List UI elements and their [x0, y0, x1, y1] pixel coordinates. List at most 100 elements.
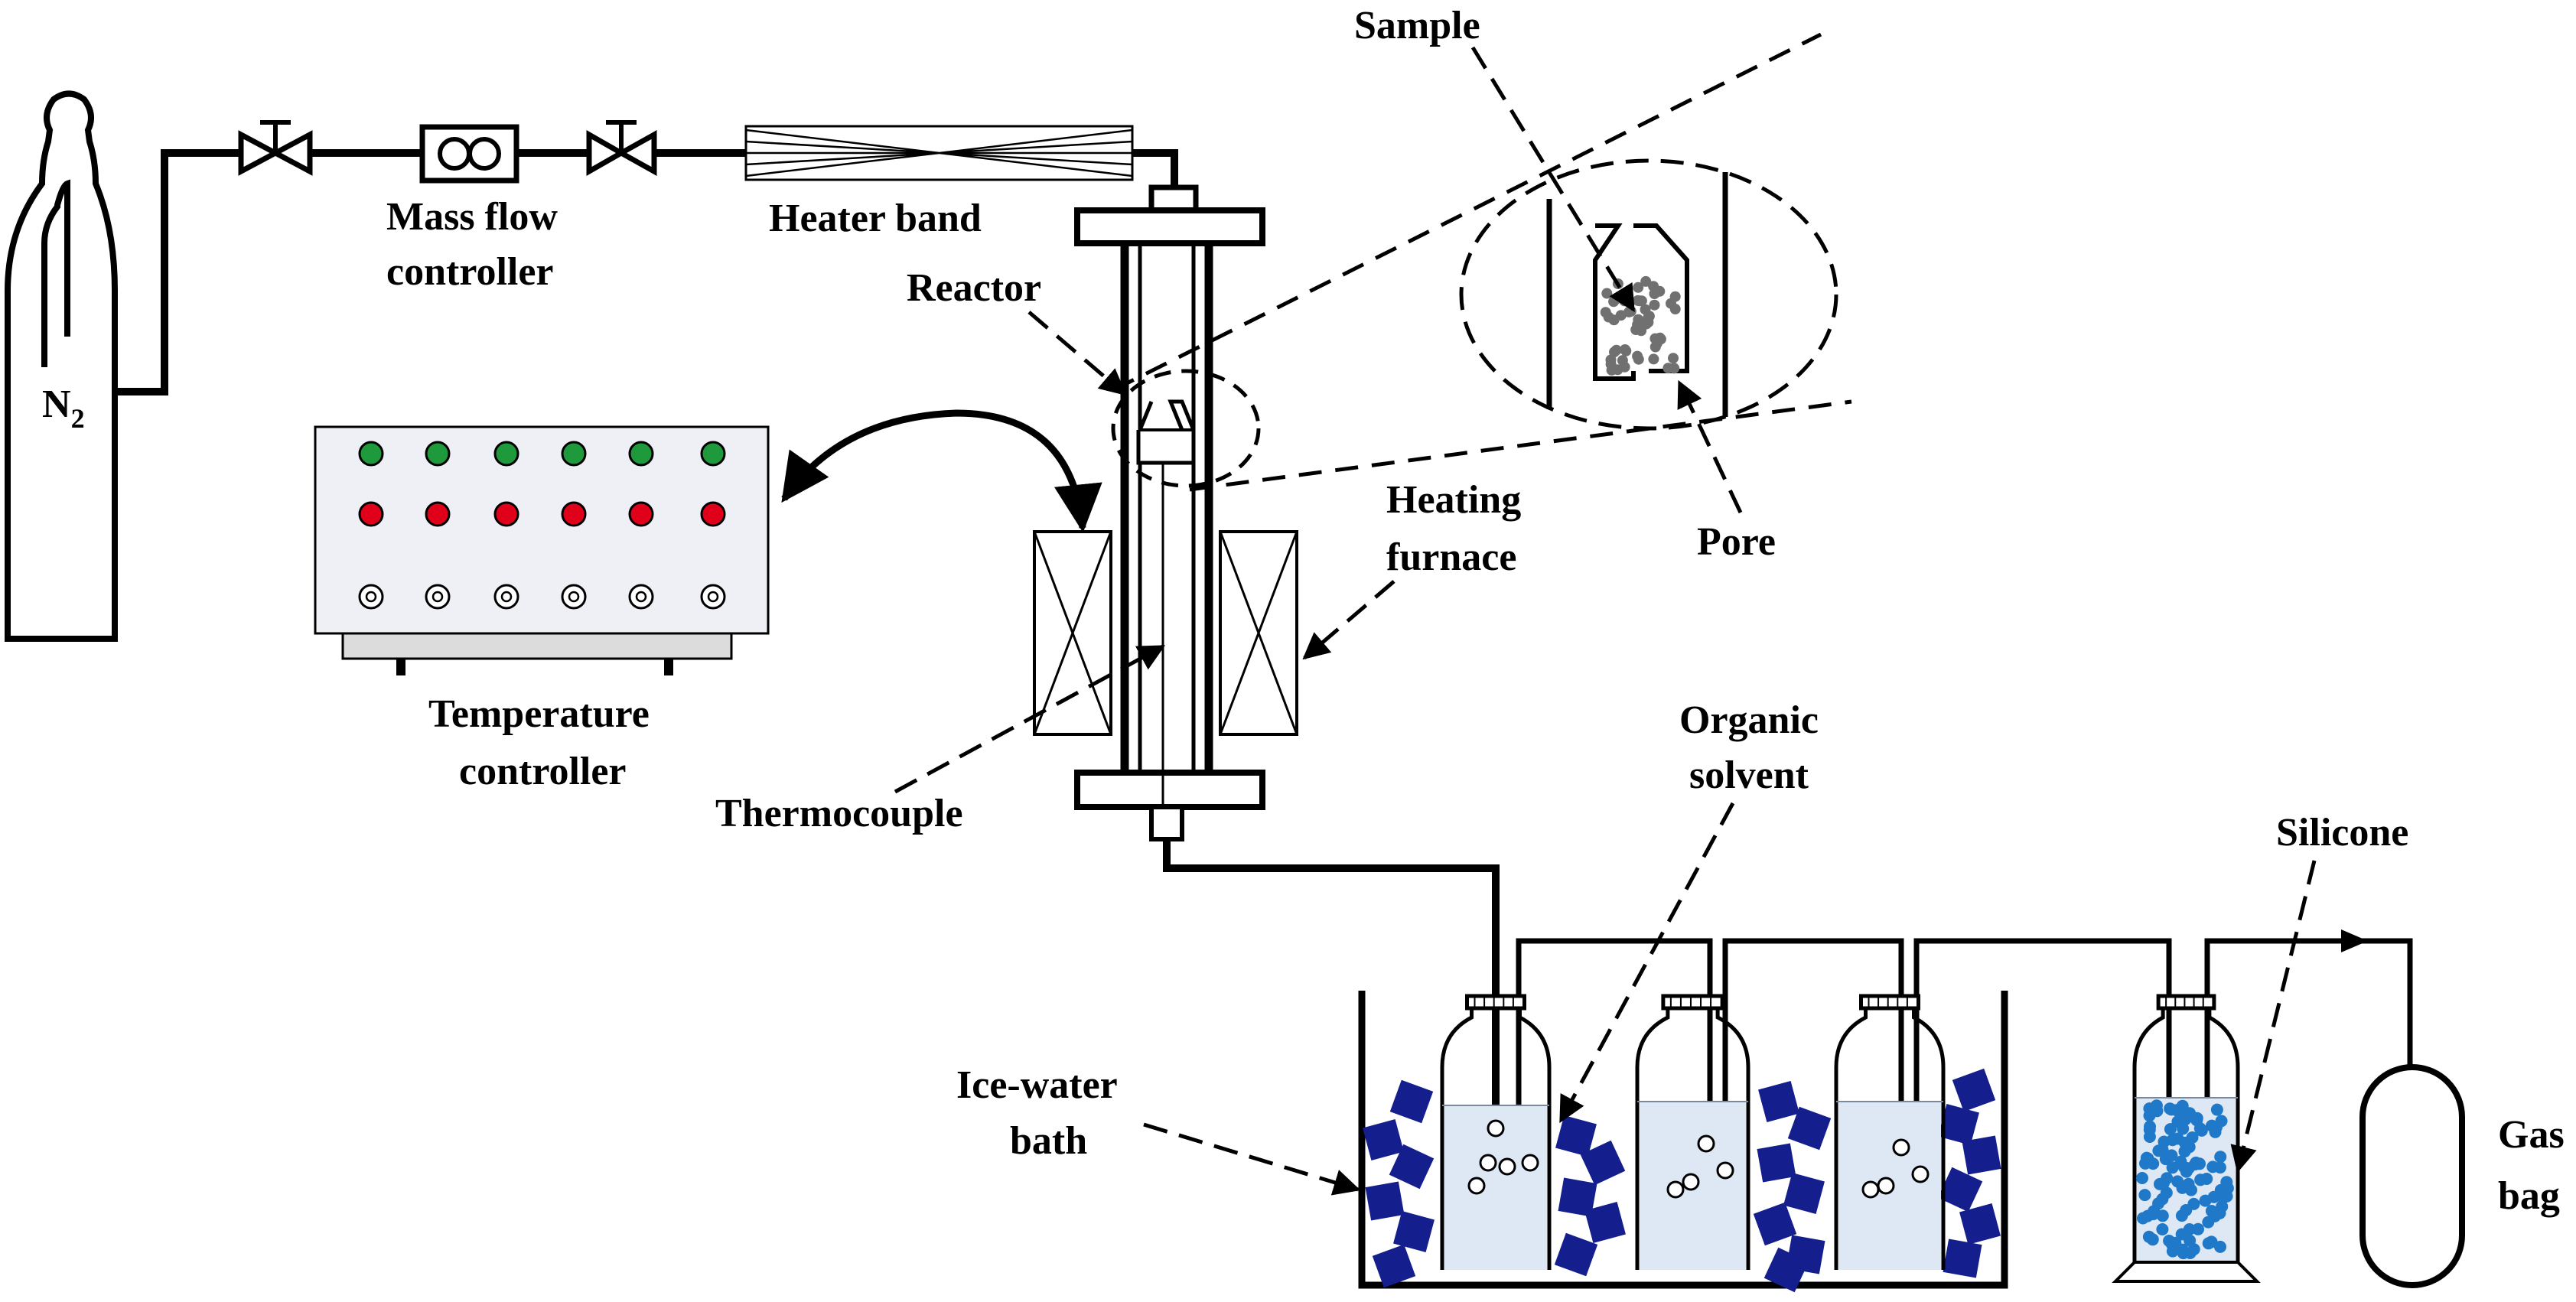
heating-furnace-right [1219, 530, 1298, 736]
gas-bubble [1911, 1165, 1930, 1183]
ice-cube [1372, 1244, 1416, 1288]
ice-cube [1580, 1140, 1626, 1186]
bottle-outline [2132, 1008, 2240, 1262]
silica-bead [2207, 1190, 2220, 1203]
gas-bubble [1467, 1177, 1486, 1195]
silica-bead [2146, 1233, 2159, 1246]
signal-arrow [781, 409, 1102, 533]
valve-1 [238, 120, 313, 176]
silica-bead [2202, 1237, 2215, 1250]
gas-bubble [1487, 1119, 1505, 1138]
label-heater-band: Heater band [769, 197, 982, 240]
sample-particle [1633, 282, 1644, 293]
label-pore: Pore [1697, 520, 1776, 564]
silica-bead [2165, 1149, 2178, 1162]
sample-particle [1634, 295, 1646, 307]
red-indicator-icon [700, 501, 726, 527]
silica-bead [2176, 1099, 2189, 1112]
red-indicator-icon [358, 501, 384, 527]
ice-cube [1757, 1143, 1796, 1183]
temperature-controller [314, 425, 770, 675]
label-reactor: Reactor [907, 266, 1041, 310]
knob-center [365, 591, 377, 603]
silica-bead [2210, 1103, 2223, 1116]
sample-particle [1615, 310, 1627, 321]
label-heating-2: furnace [1386, 535, 1516, 579]
sample-particle [1640, 275, 1652, 287]
ice-cube [1555, 1115, 1597, 1157]
sample-particle [1648, 353, 1659, 365]
ice-cube [1962, 1135, 2001, 1175]
n2-label: N2 [42, 382, 85, 434]
gas-bubble [1666, 1180, 1685, 1199]
silica-bead [2156, 1223, 2169, 1235]
silica-bead [2148, 1205, 2161, 1218]
silica-bead [2152, 1144, 2165, 1157]
knob-icon [561, 584, 587, 610]
gas-bag [2359, 1050, 2465, 1288]
ice-cubes [1363, 1068, 2001, 1293]
silica-bead [2177, 1122, 2190, 1135]
sample-particle [1654, 285, 1666, 297]
gas-bubble [1521, 1154, 1539, 1172]
gas-bubble [1498, 1157, 1516, 1176]
gas-bubble [1861, 1180, 1880, 1199]
silica-bead [2180, 1165, 2193, 1178]
red-indicator-icon [561, 501, 587, 527]
label-mfc-2: controller [386, 250, 554, 294]
gas-bubble [1892, 1138, 1910, 1157]
ice-water-bath [1358, 991, 2008, 1289]
ice-cube [1389, 1144, 1435, 1190]
knob-center [707, 591, 719, 603]
label-icebath-1: Ice-water [956, 1063, 1118, 1107]
green-indicator-icon [561, 441, 587, 467]
gas-bubble [1697, 1134, 1715, 1153]
label-icebath-2: bath [1010, 1119, 1087, 1163]
knob-icon [358, 584, 384, 610]
label-temp-2: controller [459, 750, 627, 793]
knob-icon [493, 584, 519, 610]
ice-cube [1952, 1068, 1996, 1112]
silica-bead [2182, 1177, 2195, 1190]
sample-particle [1668, 353, 1679, 364]
silica-bead [2160, 1186, 2173, 1199]
green-indicator-icon [628, 441, 654, 467]
gas-bubble [1479, 1154, 1497, 1172]
silica-bead [2220, 1190, 2233, 1203]
green-indicator-icon [493, 441, 519, 467]
heating-furnace-left [1033, 530, 1112, 736]
green-indicator-icon [700, 441, 726, 467]
bottle-cap [1859, 994, 1920, 1011]
silica-bead [2175, 1228, 2188, 1241]
silica-bead [2136, 1172, 2148, 1184]
bottle-outline [1635, 1008, 1750, 1270]
knob-icon [628, 584, 654, 610]
impinger-bottle-3 [1834, 994, 1946, 1270]
ice-cube [1943, 1239, 1982, 1278]
ice-cube [1959, 1203, 2001, 1245]
sample-particle [1649, 299, 1660, 311]
silica-bead [2143, 1131, 2156, 1143]
silica-bead [2150, 1099, 2163, 1112]
nitrogen-cylinder: N2 [5, 90, 118, 642]
label-thermocouple: Thermocouple [715, 792, 963, 835]
label-sample: Sample [1354, 4, 1480, 47]
sample-particle [1666, 298, 1676, 309]
ice-cube [1937, 1167, 1983, 1212]
label-gasbag-1: Gas [2498, 1113, 2565, 1157]
ice-cube [1393, 1211, 1435, 1252]
silica-bead [2214, 1151, 2227, 1164]
ice-cube [1554, 1232, 1598, 1277]
knob-icon [425, 584, 451, 610]
bottle-outline [1834, 1008, 1946, 1270]
impinger-bottle-2 [1635, 994, 1750, 1270]
ice-cube [1758, 1081, 1799, 1122]
silica-bead [2179, 1113, 2192, 1126]
silica-bead [2209, 1125, 2222, 1138]
sample-particle [1633, 314, 1644, 325]
silica-bead [2158, 1135, 2171, 1148]
ice-cube [1763, 1247, 1809, 1293]
silica-bead [2144, 1120, 2156, 1133]
sample-particle [1633, 353, 1644, 365]
